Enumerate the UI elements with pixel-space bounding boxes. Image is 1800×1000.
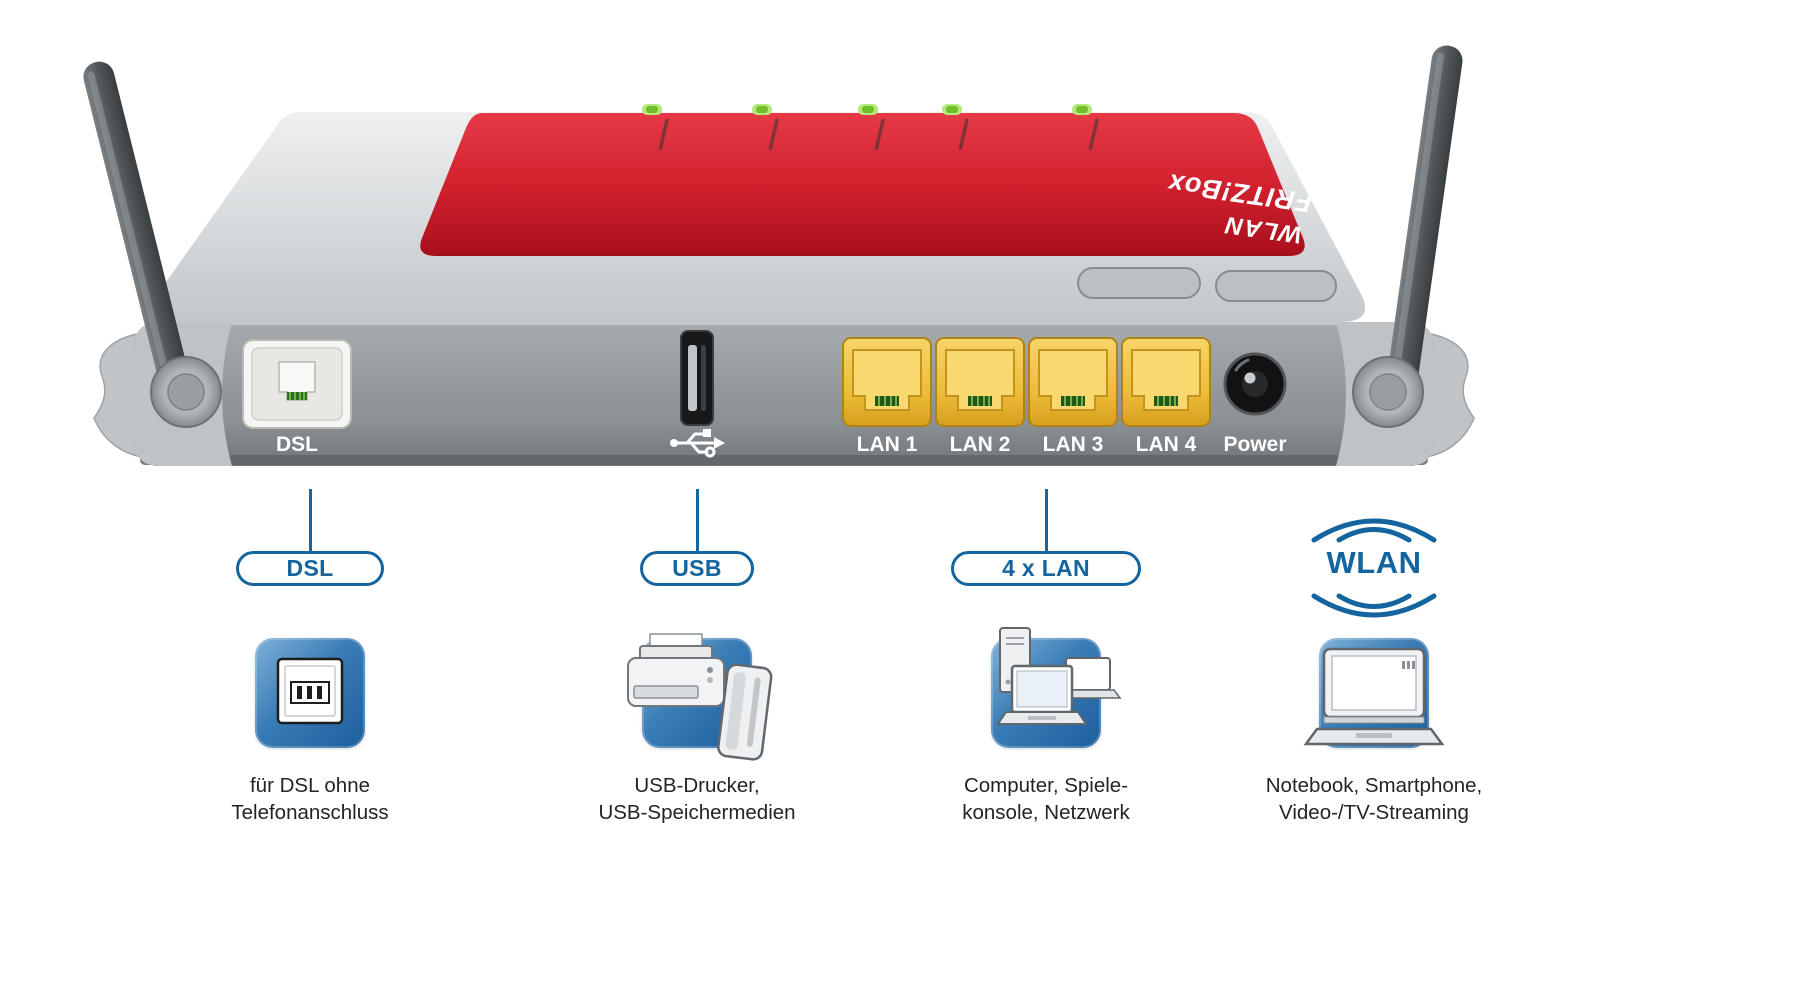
router-red-panel (420, 113, 1305, 256)
lan-port-3 (1028, 337, 1118, 427)
dsl-port (242, 339, 352, 429)
dect-button (1215, 270, 1337, 302)
caption-usb-line2: USB-Speichermedien (598, 801, 796, 824)
caption-wlan-line1: Notebook, Smartphone, (1265, 774, 1483, 797)
caption-dsl: für DSL ohne Telefonanschluss (150, 772, 470, 826)
callout-label-dsl: DSL (286, 555, 334, 581)
callout-pill-usb: USB (640, 551, 754, 586)
usb-devices-art (627, 633, 773, 761)
callout-label-lan: 4 x LAN (1002, 555, 1090, 581)
lan1-port-label: LAN 1 (857, 433, 918, 456)
lan4-port-label: LAN 4 (1136, 433, 1197, 456)
lan-port-4 (1121, 337, 1211, 427)
connector-line-usb (696, 489, 699, 551)
callout-label-usb: USB (672, 555, 722, 581)
caption-dsl-line2: Telefonanschluss (231, 801, 389, 824)
lan-port-2 (935, 337, 1025, 427)
power-port-label: Power (1223, 433, 1286, 456)
dsl-socket-art (276, 657, 344, 725)
router-bottom-lip (140, 455, 1428, 465)
left-antenna-hinge (150, 356, 222, 428)
callout-label-wlan: WLAN (1326, 545, 1422, 580)
wlan-arcs-bottom-icon (1311, 593, 1437, 618)
caption-dsl-line1: für DSL ohne (249, 774, 371, 797)
led-strip (642, 104, 1099, 150)
caption-usb: USB-Drucker, USB-Speichermedien (537, 772, 857, 826)
right-antenna (1382, 45, 1463, 423)
callout-pill-dsl: DSL (236, 551, 384, 586)
connector-line-dsl (309, 489, 312, 551)
caption-lan-line2: konsole, Netzwerk (962, 801, 1130, 824)
wlan-arcs-top-icon (1311, 518, 1437, 543)
lan-port-1 (842, 337, 932, 427)
caption-lan-line1: Computer, Spiele- (963, 774, 1129, 797)
caption-wlan-line2: Video-/TV-Streaming (1279, 801, 1469, 824)
wlan-button (1077, 267, 1201, 299)
usb-port (680, 330, 714, 426)
left-antenna (83, 61, 191, 398)
caption-usb-line1: USB-Drucker, (634, 774, 760, 797)
caption-wlan: Notebook, Smartphone, Video-/TV-Streamin… (1214, 772, 1534, 826)
caption-lan: Computer, Spiele- konsole, Netzwerk (886, 772, 1206, 826)
callout-pill-lan: 4 x LAN (951, 551, 1141, 586)
right-antenna-hinge (1352, 356, 1424, 428)
lan2-port-label: LAN 2 (950, 433, 1011, 456)
connector-line-lan (1045, 489, 1048, 551)
network-computers-art (996, 627, 1122, 725)
lan-ports (842, 337, 1211, 427)
rear-face-top-highlight (150, 322, 1418, 325)
dsl-port-label: DSL (276, 433, 318, 456)
usb-trident-icon (670, 429, 725, 458)
power-port (1223, 352, 1287, 416)
wlan-notebook-art (1303, 647, 1445, 746)
lan3-port-label: LAN 3 (1043, 433, 1104, 456)
dsl-socket-icon (255, 638, 365, 748)
